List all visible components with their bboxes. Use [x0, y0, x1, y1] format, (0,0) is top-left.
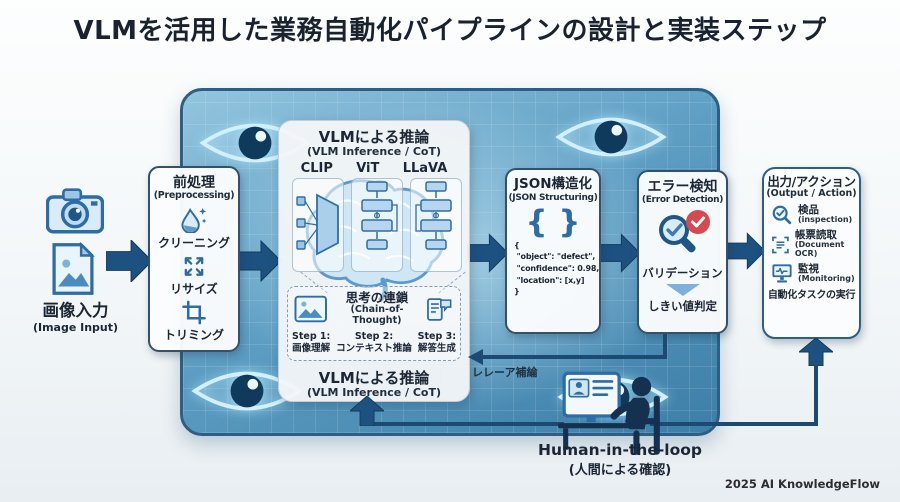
threshold-label: しきい値判定 [648, 299, 717, 314]
clip-architecture-icon [296, 193, 339, 256]
json-title-en: (JSON Structuring) [508, 192, 598, 203]
output-item-inspection-en: (inspection) [798, 215, 853, 225]
document-scan-icon [772, 236, 789, 253]
json-title-jp: JSON構造化 [513, 176, 593, 192]
flow-arrow-3 [467, 233, 508, 273]
cot-step-3-desc: 解答生成 [417, 342, 456, 354]
llava-architecture-icon [415, 181, 452, 250]
clip-panel [292, 177, 344, 272]
down-triangle-icon [665, 284, 700, 297]
cot-image-icon [294, 295, 327, 323]
preprocessing-item-crop: トリミング [163, 328, 224, 343]
model-diagrams [289, 177, 466, 302]
vlm-bottom-title-en: (VLM Inference / CoT) [306, 386, 442, 400]
cot-title-jp: 思考の連鎖 [345, 289, 409, 305]
output-item-inspection: 検品 (inspection) [771, 204, 859, 226]
output-title-en: (Output / Action) [766, 188, 857, 200]
output-item-ocr: 帳票読取 (Document OCR) [771, 230, 859, 259]
output-item-ocr-jp: 帳票読取 [794, 229, 837, 242]
input-label-jp: 画像入力 [42, 301, 109, 320]
page-title: VLMを活用した業務自動化パイプラインの設計と実装ステップ [73, 16, 827, 46]
feedback-label: レレーア補綸 [472, 366, 538, 379]
cot-step-1: Step 1: 画像理解 [292, 331, 330, 355]
braces-icon: { } [525, 203, 581, 240]
inspection-magnifier-icon [772, 205, 792, 225]
model-labels: CLIP ViT LLaVA [289, 161, 459, 176]
vlm-bottom-title-jp: VLMによる推論 [318, 368, 430, 387]
output-item-monitoring: 監視 (Monitoring) [771, 263, 859, 284]
model-label-llava: LLaVA [402, 160, 448, 176]
preprocessing-item-resize: リサイズ [170, 282, 218, 297]
cot-step-3-label: Step 3: [417, 331, 456, 343]
cot-step-1-label: Step 1: [292, 331, 331, 343]
credit-text: 2025 AI KnowledgeFlow [724, 477, 880, 491]
vit-panel [351, 177, 403, 272]
chain-of-thought-box: 思考の連鎖 (Chain-of-Thought) Step 1: 画像理解 St… [287, 285, 461, 361]
validation-label: バリデーション [642, 266, 723, 281]
feedback-line-vertical [663, 334, 667, 359]
input-label-en: (Image Input) [32, 321, 119, 334]
preprocessing-box: 前処理 (Preprocessing) クリーニング リサイズ トリミング [148, 166, 240, 352]
output-title-jp: 出力/アクション [767, 174, 856, 189]
crop-icon [182, 301, 206, 325]
cleaning-icon [181, 207, 207, 234]
up-arrow-to-vlm [350, 396, 384, 426]
preprocessing-title-en: (Preprocessing) [153, 190, 235, 202]
cot-step-3: Step 3: 解答生成 [418, 331, 456, 355]
error-detection-box: エラー検知 (Error Detection) バリデーション しきい値判定 [637, 170, 728, 334]
hitl-to-output-line-v [814, 364, 818, 424]
eye-motif [191, 371, 303, 411]
preprocessing-item-cleaning: クリーニング [157, 236, 230, 251]
hitl-label: Human-in-the-loop (人間による確認) [520, 441, 720, 478]
cot-step-2: Step 2: コンテキスト推論 [336, 331, 412, 355]
error-title-jp: エラー検知 [647, 179, 718, 195]
model-label-clip: CLIP [300, 160, 333, 176]
model-label-vit: ViT [356, 160, 380, 176]
eye-motif [555, 117, 667, 157]
cot-document-chat-icon [427, 298, 452, 321]
human-in-the-loop-figure [558, 371, 660, 455]
cot-step-1-desc: 画像理解 [292, 342, 331, 354]
hitl-subtitle: (人間による確認) [568, 463, 672, 478]
output-item-ocr-en: (Document OCR) [794, 240, 845, 259]
flow-arrow-4 [599, 233, 640, 273]
llava-panel [410, 177, 462, 272]
preprocessing-title-jp: 前処理 [173, 175, 215, 191]
json-code-sample: { "object": "defect", "confidence": 0.98… [514, 240, 600, 297]
camera-icon [46, 188, 104, 234]
cot-title-en: (Chain-of-Thought) [350, 304, 404, 327]
up-arrow-to-output [799, 338, 833, 366]
json-structuring-box: JSON構造化 (JSON Structuring) { } { "object… [505, 168, 601, 334]
output-item-monitoring-jp: 監視 [798, 262, 819, 275]
output-item-inspection-jp: 検品 [798, 204, 819, 217]
monitor-waveform-icon [772, 264, 792, 283]
vlm-inference-box: VLMによる推論 (VLM Inference / CoT) CLIP ViT … [278, 120, 470, 402]
output-action-box: 出力/アクション (Output / Action) 検品 (inspectio… [762, 167, 861, 339]
feedback-line-horizontal [482, 355, 667, 359]
output-footer-label: 自動化タスクの実行 [767, 289, 856, 301]
flow-arrow-5 [726, 232, 765, 270]
hitl-to-output-line-h [650, 422, 818, 426]
output-item-monitoring-en: (Monitoring) [798, 273, 855, 283]
magnifier-check-icon [658, 215, 696, 253]
flow-arrow-1 [106, 240, 152, 282]
hitl-title: Human-in-the-loop [538, 441, 702, 459]
red-check-badge-icon [685, 210, 710, 235]
input-label: 画像入力 (Image Input) [28, 297, 123, 334]
resize-icon [184, 257, 204, 277]
vlm-title-en: (VLM Inference / CoT) [306, 145, 442, 159]
error-title-en: (Error Detection) [641, 195, 724, 206]
hitl-to-vlm-line [368, 422, 564, 426]
vlm-title-jp: VLMによる推論 [318, 128, 430, 146]
cot-step-2-desc: コンテキスト推論 [336, 342, 412, 354]
feedback-arrowhead-left [468, 349, 483, 365]
vit-architecture-icon [361, 181, 398, 250]
image-file-icon [52, 242, 95, 295]
flow-arrow-2 [237, 240, 281, 282]
cot-step-2-label: Step 2: [354, 331, 394, 343]
